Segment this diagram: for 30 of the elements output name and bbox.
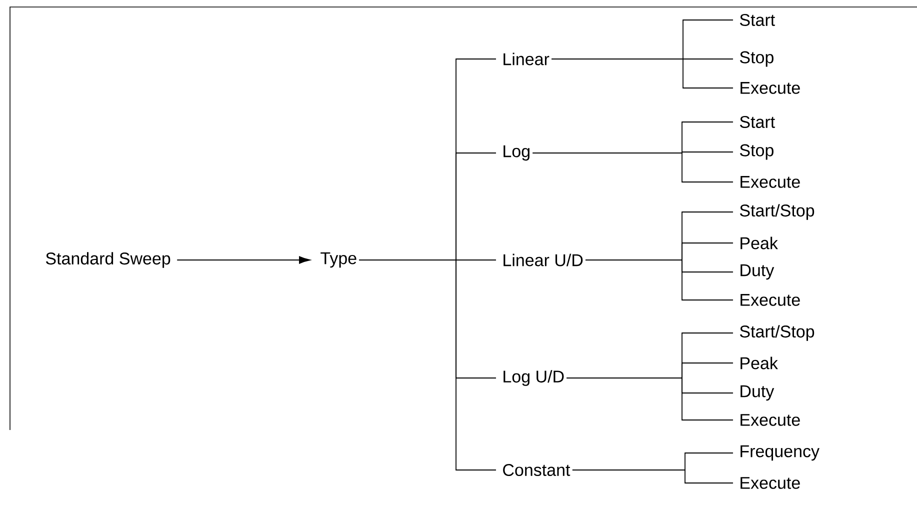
option-label: Peak: [740, 236, 778, 250]
menu-label: Type: [320, 252, 356, 268]
option-label: Stop: [740, 51, 774, 67]
tree-line: [551, 58, 734, 88]
option-label: Start/Stop: [740, 204, 814, 220]
arrow: [176, 256, 310, 264]
menu-label: Log U/D: [504, 370, 564, 386]
option-label: Peak: [740, 356, 778, 370]
tree-line: [358, 260, 496, 470]
option-label: Stop: [740, 144, 774, 160]
option-label: Start: [740, 14, 775, 26]
option-label: Execute: [740, 294, 800, 306]
option-label: Execute: [740, 477, 800, 489]
menu-label: Linear: [504, 52, 550, 66]
menu-label: Standard Sweep: [46, 252, 170, 268]
option-label: Start: [740, 116, 775, 128]
option-label: Duty: [740, 385, 774, 401]
option-label: Execute: [740, 414, 800, 426]
option-label: Duty: [740, 264, 774, 280]
tree-line: [585, 260, 734, 300]
option-label: Execute: [740, 176, 800, 188]
menu-label: Linear U/D: [504, 254, 583, 266]
menu-label: Log: [504, 145, 530, 161]
menu-label: Constant: [503, 464, 570, 476]
tree-line: [532, 152, 734, 182]
tree-line: [566, 378, 734, 420]
option-label: Start/Stop: [740, 325, 814, 341]
option-label: Execute: [740, 82, 800, 94]
option-label: Frequency: [740, 445, 820, 461]
tree-line: [572, 470, 734, 484]
